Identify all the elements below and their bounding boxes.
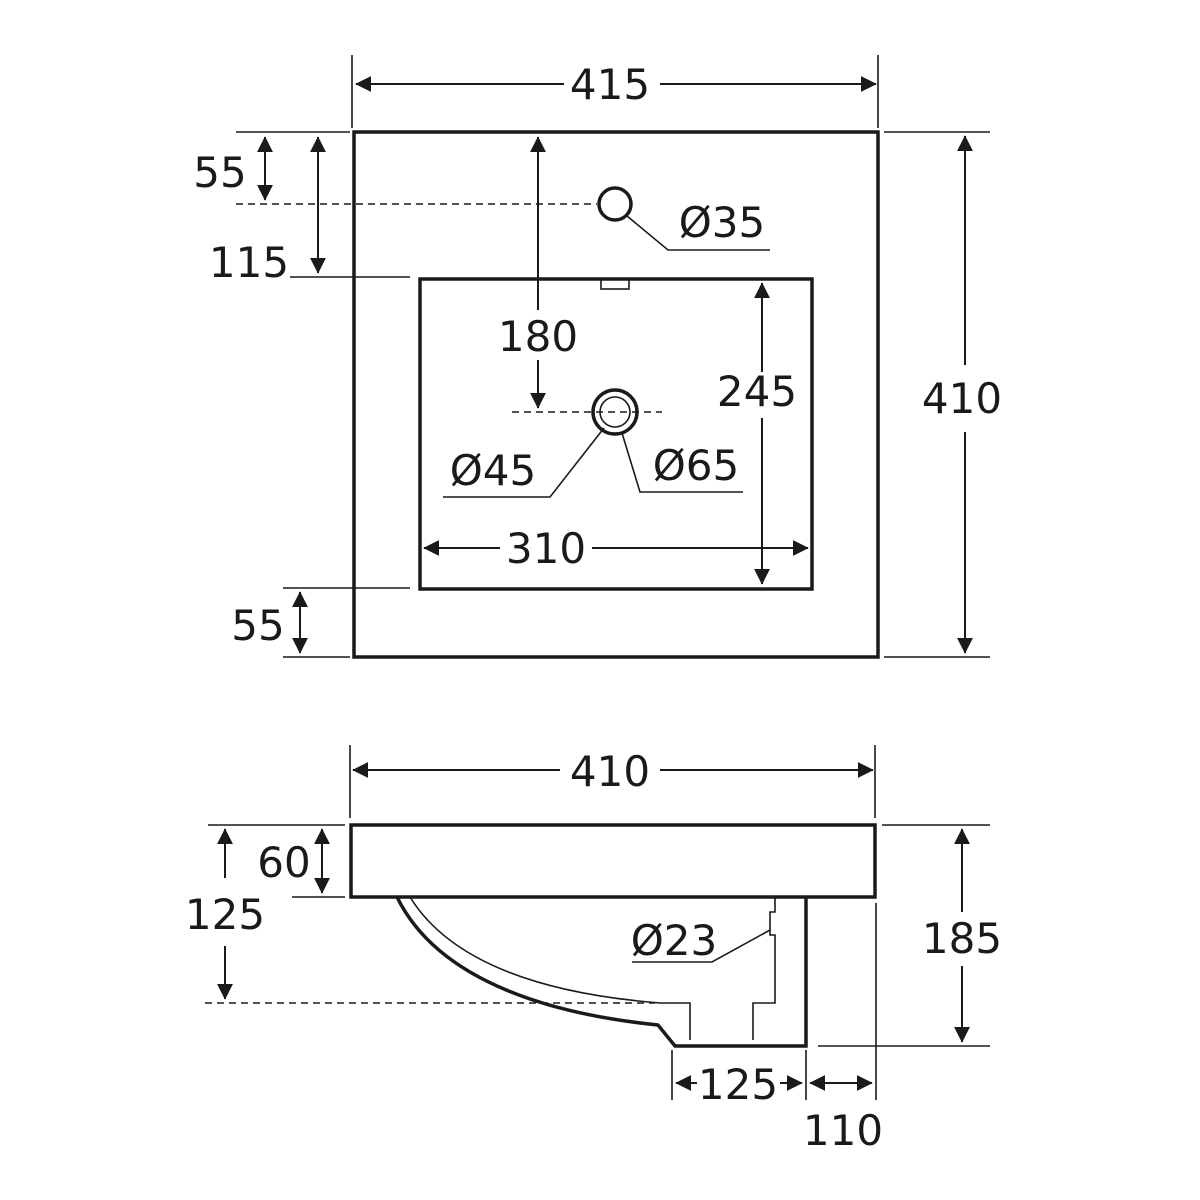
dim-base-width: 125 xyxy=(698,1060,778,1109)
overflow-slot xyxy=(600,278,630,290)
basin-outline-top xyxy=(352,130,880,659)
dim-overall-width-side: 410 xyxy=(570,747,650,796)
label-tap-hole-diameter: Ø35 xyxy=(679,198,766,247)
label-waste-outer-diameter: Ø65 xyxy=(653,441,740,490)
side-view: 410 60 125 185 Ø23 125 110 xyxy=(185,745,1002,1155)
dim-rim-height: 60 xyxy=(257,838,310,887)
dim-overall-depth-top: 410 xyxy=(922,374,1002,423)
dim-back-offset: 110 xyxy=(803,1106,883,1155)
dim-tap-hole-offset: 55 xyxy=(193,148,246,197)
dim-bowl-front-offset: 55 xyxy=(231,601,284,650)
label-waste-inner-diameter: Ø45 xyxy=(450,446,537,495)
dim-bowl-depth: 245 xyxy=(717,367,797,416)
basin-rim-side xyxy=(349,823,877,899)
bowl-profile-outer xyxy=(395,896,808,1048)
dim-bowl-width: 310 xyxy=(506,524,586,573)
dim-overall-height: 185 xyxy=(922,914,1002,963)
label-overflow-diameter: Ø23 xyxy=(631,916,718,965)
top-view: 415 410 55 115 180 Ø35 245 Ø45 Ø65 310 xyxy=(193,55,1002,659)
dim-tap-to-waste: 180 xyxy=(498,312,578,361)
dim-bowl-back-offset: 115 xyxy=(209,238,289,287)
bowl-profile-inner xyxy=(409,896,691,1040)
dim-bowl-height: 125 xyxy=(185,890,265,939)
tap-hole xyxy=(597,186,633,222)
dim-overall-width-top: 415 xyxy=(570,60,650,109)
